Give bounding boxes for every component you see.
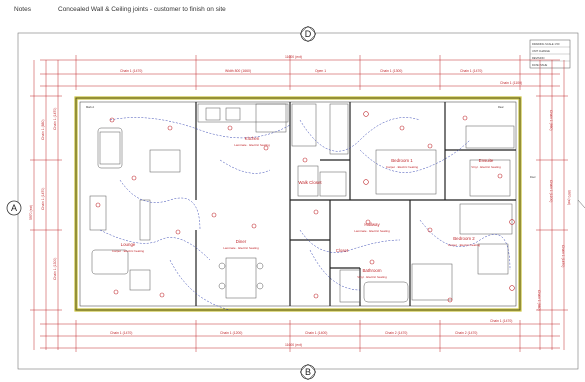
dim-top-overall: 11600 (ext) xyxy=(285,55,302,59)
section-marker-top[interactable]: D xyxy=(299,25,317,43)
dim-right-1: Chain 1 (990) xyxy=(549,110,553,131)
dim-right-4: Chain 1 (980) xyxy=(537,290,541,311)
room-name: Bedroom 1 xyxy=(391,158,413,163)
room-label-closet: Closet xyxy=(336,248,349,253)
dim-top-6: Chain 1 (1100) xyxy=(500,81,522,85)
section-marker-bottom-label: B xyxy=(305,367,311,377)
dim-left-3: Chain 1 (1300) xyxy=(53,258,57,280)
room-name: Closet xyxy=(336,248,349,253)
rear-label: Rear xyxy=(498,105,504,109)
dim-right-3: Chain 1 (1470) xyxy=(561,245,565,267)
room-sub: Carpet · Electric heating xyxy=(112,249,145,253)
dim-top-5: Chain 1 (1470) xyxy=(460,69,482,73)
dim-bottom-1: Chain 1 (1470) xyxy=(110,331,132,335)
room-label-bedroom1: Bedroom 1 Carpet · Electric heating xyxy=(386,158,419,169)
dim-bottom-overall: 11600 (ext) xyxy=(285,343,302,347)
drive-side-label: Mark A xyxy=(86,105,94,109)
dim-top-1: Chain 1 (1470) xyxy=(120,69,142,73)
dim-bottom-2: Chain 1 (1200) xyxy=(220,331,242,335)
legend-row-2: UNIT CHANGE xyxy=(532,49,550,53)
legend-row-4: DATE ISSUE xyxy=(532,63,547,67)
interior-walls xyxy=(195,102,516,306)
room-name: Bathroom xyxy=(362,268,381,273)
room-label-bathroom: Bathroom Vinyl · Electric heating xyxy=(357,268,387,279)
room-name: Hallway xyxy=(364,222,380,227)
legend-row-1: DRAWING SCALE 1:50 xyxy=(532,42,560,46)
room-sub: Carpet · Electric heating xyxy=(386,165,419,169)
room-name: Bedroom 2 xyxy=(453,236,475,241)
dim-top-4: Chain 1 (1300) xyxy=(380,69,402,73)
dim-bottom-4: Chain 2 (1470) xyxy=(385,331,407,335)
dim-right-overall: 5970 (ext) xyxy=(567,190,571,205)
room-label-bedroom2: Bedroom 2 Carpet · Electric heating xyxy=(448,236,481,247)
room-label-ensuite: Ensuite Vinyl · Electric heating xyxy=(471,158,501,169)
room-sub: Laminate · Electric heating xyxy=(223,246,259,250)
room-name: Walk Closet xyxy=(298,180,322,185)
sheet-border xyxy=(17,32,579,370)
legend-row-3: REVISION xyxy=(532,56,545,60)
dim-left-2: Chain 1 (1470) xyxy=(41,188,45,210)
section-marker-top-label: D xyxy=(305,29,312,39)
notes-label: Notes xyxy=(14,6,31,13)
dim-bottom-5: Chain 2 (1470) xyxy=(455,331,477,335)
room-sub: Vinyl · Electric heating xyxy=(357,275,387,279)
electrical-points xyxy=(95,111,515,303)
room-label-walk-closet: Walk Closet xyxy=(298,180,322,185)
room-name: Ensuite xyxy=(479,158,494,163)
furniture xyxy=(89,103,515,303)
service-runs xyxy=(99,117,511,311)
dim-top-2: Width 800 (1660) xyxy=(225,69,251,73)
section-marker-left-label: A xyxy=(11,203,17,213)
room-sub: Carpet · Electric heating xyxy=(448,243,481,247)
outer-wall xyxy=(74,96,522,312)
dim-left-4: Chain 1 (1470) xyxy=(53,108,57,130)
room-label-lounge: Lounge Carpet · Electric heating xyxy=(112,242,145,253)
room-sub: Vinyl · Electric heating xyxy=(471,165,501,169)
legend-box: DRAWING SCALE 1:50 UNIT CHANGE REVISION … xyxy=(529,39,571,69)
dim-left-overall: 5970 (ext) xyxy=(29,205,33,220)
room-label-kitchen: Kitchen Laminate · Electric heating xyxy=(234,136,270,147)
dim-right-2: Chain 1 (1200) xyxy=(549,180,553,202)
notes-text: Concealed Wall & Ceiling joints - custom… xyxy=(58,6,226,13)
dim-top-3: Open 1 xyxy=(315,69,326,73)
dim-left-1: Chain 1 (880) xyxy=(41,119,45,140)
dim-bottom-6: Chain 1 (1470) xyxy=(490,319,512,323)
section-cut-right xyxy=(577,199,585,209)
room-name: Diner xyxy=(236,239,247,244)
room-sub: Laminate · Electric heating xyxy=(354,229,390,233)
section-marker-bottom[interactable]: B xyxy=(299,363,317,381)
door-label: Door xyxy=(530,175,536,179)
section-marker-left[interactable]: A xyxy=(6,200,22,216)
dim-bottom-3: Chain 1 (1400) xyxy=(305,331,327,335)
room-label-hallway: Hallway Laminate · Electric heating xyxy=(354,222,390,233)
room-name: Kitchen xyxy=(245,136,260,141)
dimension-lines xyxy=(30,55,568,352)
room-name: Lounge xyxy=(121,242,136,247)
room-sub: Laminate · Electric heating xyxy=(234,143,270,147)
room-label-diner: Diner Laminate · Electric heating xyxy=(223,239,259,250)
